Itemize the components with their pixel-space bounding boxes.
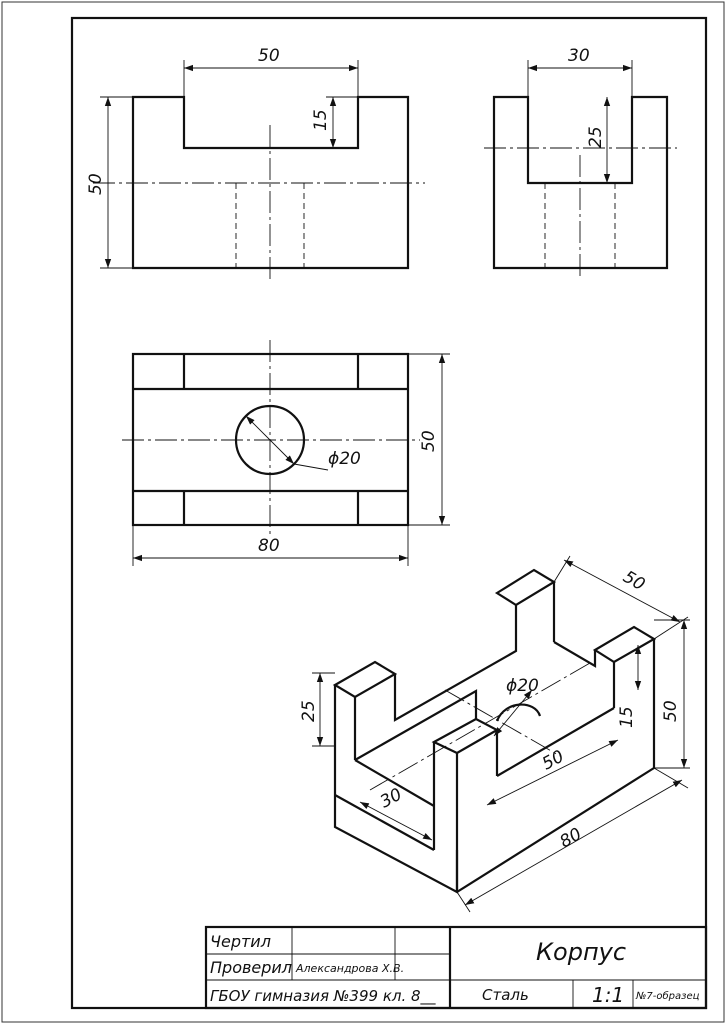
part-name: Корпус bbox=[536, 938, 626, 966]
drawn-label: Чертил bbox=[210, 932, 271, 951]
hole-diameter-label: ϕ20 bbox=[328, 449, 361, 469]
sample-label: №7-образец bbox=[635, 990, 700, 1002]
iso-left-height-label: 25 bbox=[299, 700, 319, 722]
iso-hole-dimension bbox=[493, 689, 533, 737]
front-view: 50 15 50 bbox=[86, 46, 425, 280]
front-width-label: 50 bbox=[258, 46, 280, 66]
school-name: ГБОУ гимназия №399 кл. 8__ bbox=[210, 987, 436, 1006]
checker-name: Александрова Х.В. bbox=[295, 962, 404, 975]
side-depth-label: 25 bbox=[586, 126, 606, 148]
iso-slot-width-label: 30 bbox=[377, 785, 405, 813]
iso-length-dimension bbox=[464, 779, 683, 906]
top-height-label: 50 bbox=[419, 430, 439, 452]
title-block: Чертил Проверил Александрова Х.В. ГБОУ г… bbox=[204, 925, 708, 1010]
iso-slot-len-label: 50 bbox=[539, 747, 567, 775]
top-view: ϕ20 50 80 bbox=[122, 340, 450, 566]
iso-width-dimension bbox=[563, 559, 681, 623]
scale: 1:1 bbox=[592, 983, 624, 1007]
iso-height-label: 50 bbox=[661, 700, 681, 722]
front-height-label: 50 bbox=[86, 173, 106, 195]
iso-hole-label: ϕ20 bbox=[506, 676, 539, 696]
isometric-view: 50 50 15 50 ϕ20 25 30 80 bbox=[299, 555, 690, 913]
side-width-label: 30 bbox=[568, 46, 590, 66]
material: Сталь bbox=[482, 986, 529, 1004]
side-view: 30 25 bbox=[484, 46, 677, 280]
iso-length-label: 80 bbox=[557, 824, 586, 852]
checked-label: Проверил bbox=[210, 958, 292, 977]
iso-width-label: 50 bbox=[620, 567, 649, 595]
hole-diameter-dimension bbox=[245, 415, 295, 465]
front-depth-label: 15 bbox=[311, 109, 331, 131]
drawing-frame bbox=[70, 16, 708, 1010]
iso-slot-depth-label: 15 bbox=[617, 706, 637, 728]
top-length-label: 80 bbox=[258, 536, 280, 556]
iso-slot-width-dimension bbox=[359, 801, 433, 841]
